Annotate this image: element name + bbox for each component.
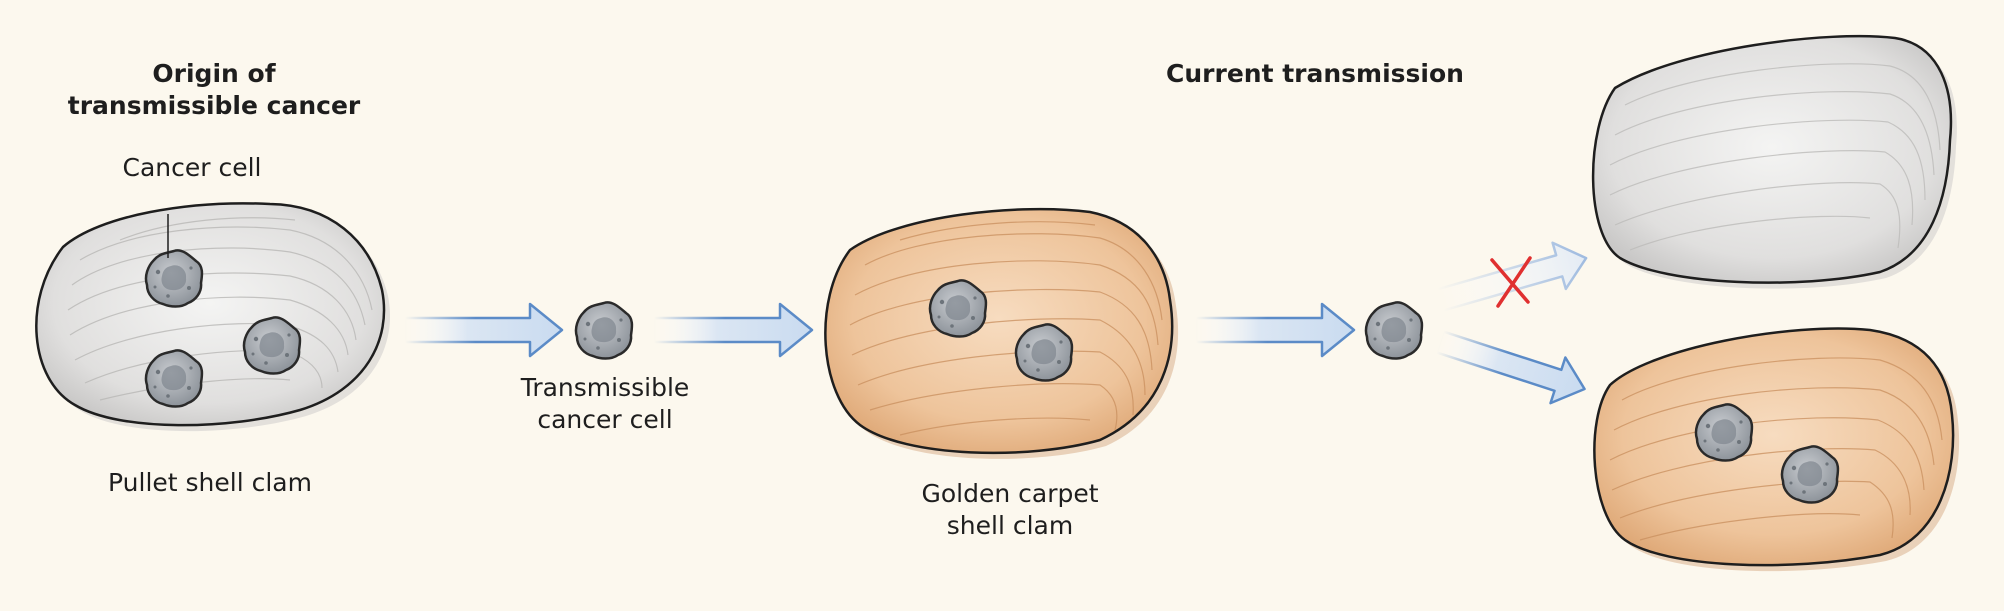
current-transmission-heading: Current transmission [1166, 59, 1464, 88]
transmitted-cancer-cell-icon [1364, 301, 1424, 360]
pullet-shell-clam-label: Pullet shell clam [108, 468, 312, 497]
transmissible-cancer-cell-icon [574, 301, 634, 360]
tan-shell-outline [1593, 327, 1955, 567]
cancer-cell-icon [1014, 323, 1074, 382]
transmissible-cancer-cell-label: Transmissible cancer cell [500, 372, 710, 436]
golden-label-line-2: shell clam [946, 511, 1074, 540]
grey-shell-outline [1591, 34, 1953, 284]
arrow-right-icon [403, 302, 564, 358]
golden-label-line-1: Golden carpet [921, 479, 1099, 508]
pullet-shell-clam [35, 202, 391, 432]
golden-carpet-shell-clam [824, 207, 1179, 459]
x-mark-icon [1490, 256, 1532, 308]
transmissible-label-line-1: Transmissible [520, 373, 690, 402]
origin-heading-line-2: transmissible cancer [67, 91, 361, 120]
cancer-cell-icon [1694, 403, 1754, 462]
transmissible-label-line-2: cancer cell [537, 405, 673, 434]
origin-heading: Origin of transmissible cancer [56, 58, 372, 122]
cancer-cell-label: Cancer cell [122, 153, 262, 182]
arrow-right-icon [1435, 330, 1586, 405]
arrow-right-icon [1194, 302, 1356, 358]
cancer-cell-icon [1780, 445, 1840, 504]
uninfected-pullet-shell-clam [1591, 34, 1957, 289]
cancer-cell-icon [242, 316, 302, 375]
golden-shell-outline [824, 207, 1174, 455]
golden-carpet-shell-clam-label: Golden carpet shell clam [900, 478, 1120, 542]
arrow-right-icon [652, 302, 814, 358]
cancer-cell-icon [144, 349, 204, 408]
cancer-cell-icon [928, 279, 988, 338]
infected-golden-carpet-shell-clam [1593, 327, 1960, 572]
pullet-shell-outline [35, 202, 386, 427]
cancer-cell-icon [144, 249, 204, 308]
origin-heading-line-1: Origin of [152, 59, 276, 88]
blocked-arrow-icon [1435, 241, 1588, 312]
